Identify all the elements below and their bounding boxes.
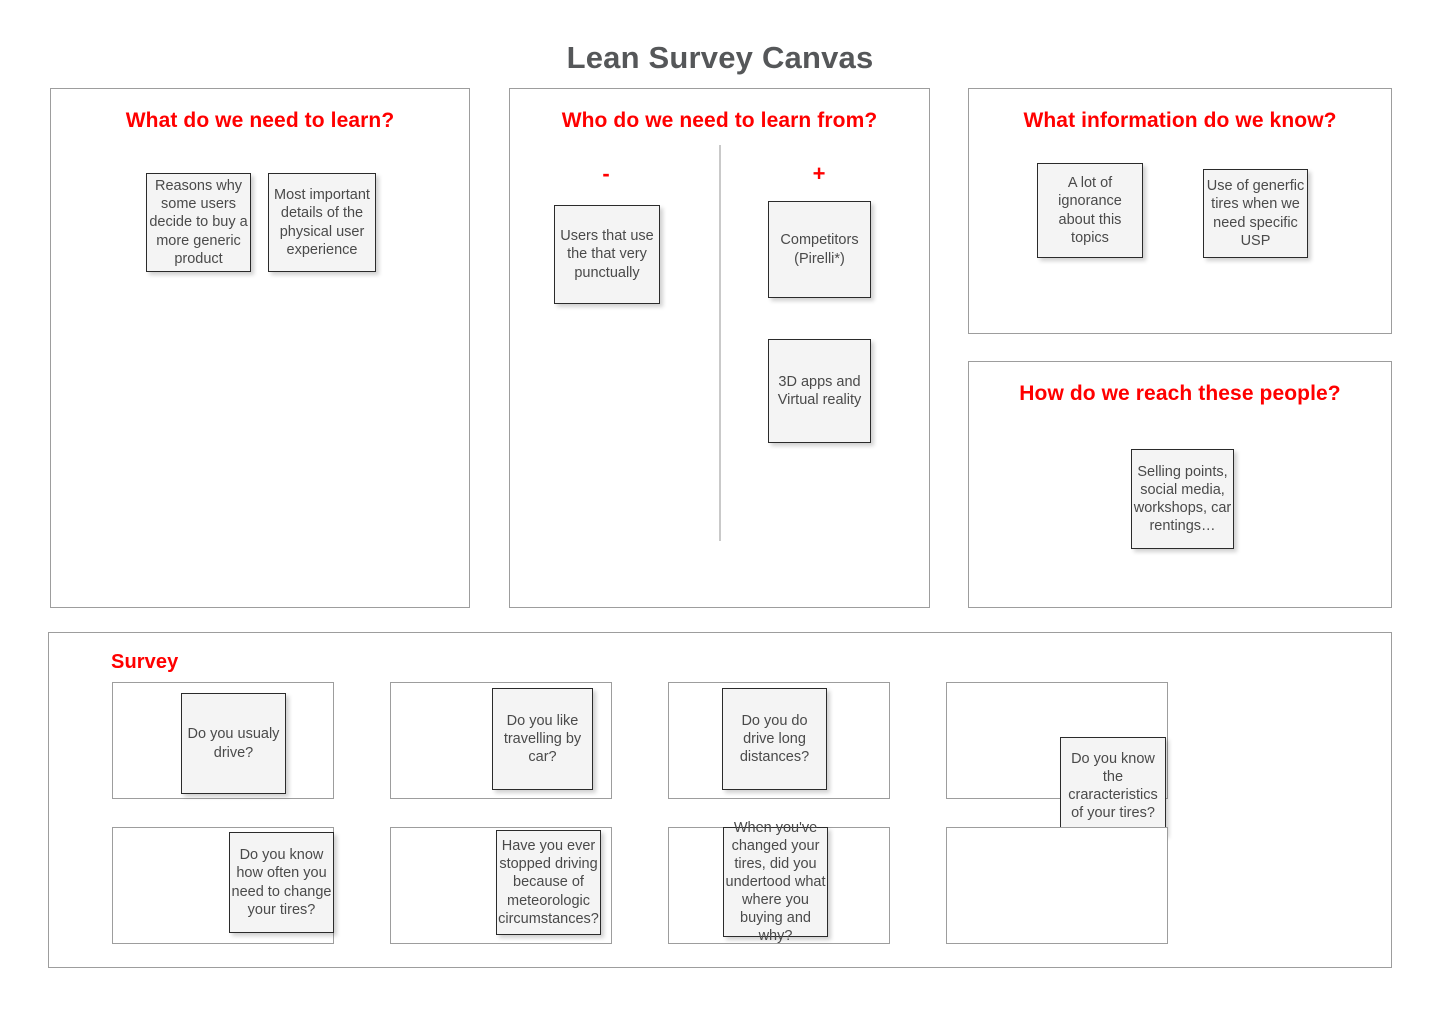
panel-divider [719,145,721,541]
panel-what-information-title: What information do we know? [1023,109,1337,132]
note-learn-from-plus-2-text: 3D apps and Virtual reality [777,373,862,408]
note-information-1-text: A lot of ignorance about this topics [1058,175,1122,246]
note-learn-1-text: Reasons why some users decide to buy a m… [149,178,248,267]
survey-cell-1[interactable]: Do you usualy drive? [112,682,334,799]
plus-sign-label: + [812,161,826,186]
note-survey-4[interactable]: Do you know the craracteristics of your … [1060,737,1166,835]
survey-cell-2[interactable]: Do you like travelling by car? [390,682,612,799]
note-survey-6[interactable]: Have you ever stopped driving because of… [496,830,601,935]
note-survey-5[interactable]: Do you know how often you need to change… [229,832,334,933]
panel-survey: Survey Do you usualy drive? Do you like … [48,632,1392,968]
note-survey-2[interactable]: Do you like travelling by car? [492,688,593,790]
note-information-1[interactable]: A lot of ignorance about this topics [1037,163,1143,258]
note-survey-3[interactable]: Do you do drive long distances? [722,688,827,790]
note-learn-from-plus-1[interactable]: Competitors (Pirelli*) [768,201,871,298]
note-survey-1[interactable]: Do you usualy drive? [181,693,286,794]
survey-cell-3[interactable]: Do you do drive long distances? [668,682,890,799]
note-survey-5-text: Do you know how often you need to change… [231,847,332,918]
note-learn-from-plus-2[interactable]: 3D apps and Virtual reality [768,339,871,443]
survey-cell-6[interactable]: Have you ever stopped driving because of… [390,827,612,944]
panel-what-information: What information do we know? A lot of ig… [968,88,1392,334]
panel-who-to-learn-from-title: Who do we need to learn from? [561,109,878,132]
note-reach-1-text: Selling points, social media, workshops,… [1133,463,1232,535]
note-information-2[interactable]: Use of generfic tires when we need speci… [1203,169,1308,258]
note-survey-7[interactable]: When you've changed your tires, did you … [723,820,828,944]
note-learn-from-plus-1-text: Competitors (Pirelli*) [780,232,859,267]
survey-cell-8[interactable] [946,827,1168,944]
survey-cell-4[interactable]: Do you know the craracteristics of your … [946,682,1168,835]
note-survey-7-text: When you've changed your tires, did you … [725,819,826,945]
note-reach-1[interactable]: Selling points, social media, workshops,… [1131,449,1234,549]
note-learn-2-text: Most important details of the physical u… [274,187,370,258]
note-learn-2[interactable]: Most important details of the physical u… [268,173,376,272]
panel-how-to-reach-title: How do we reach these people? [1019,382,1341,405]
note-information-2-text: Use of generfic tires when we need speci… [1206,178,1305,249]
note-survey-2-text: Do you like travelling by car? [503,712,582,766]
note-survey-6-text: Have you ever stopped driving because of… [498,838,599,927]
note-survey-1-text: Do you usualy drive? [187,726,280,761]
panel-how-to-reach: How do we reach these people? Selling po… [968,361,1392,608]
panel-who-to-learn-from: Who do we need to learn from? - + Users … [509,88,930,608]
note-learn-from-minus-1[interactable]: Users that use the that very punctually [554,205,660,304]
note-survey-3-text: Do you do drive long distances? [739,712,810,766]
page-title: Lean Survey Canvas [566,40,874,75]
panel-survey-title: Survey [111,651,179,673]
minus-sign-label: - [602,161,610,186]
panel-what-to-learn: What do we need to learn? Reasons why so… [50,88,470,608]
survey-cell-7[interactable]: When you've changed your tires, did you … [668,820,890,944]
survey-cell-5[interactable]: Do you know how often you need to change… [112,827,334,944]
note-learn-from-minus-1-text: Users that use the that very punctually [560,228,654,281]
note-survey-4-text: Do you know the craracteristics of your … [1068,750,1158,822]
panel-what-to-learn-title: What do we need to learn? [125,109,395,132]
note-learn-1[interactable]: Reasons why some users decide to buy a m… [146,173,251,272]
